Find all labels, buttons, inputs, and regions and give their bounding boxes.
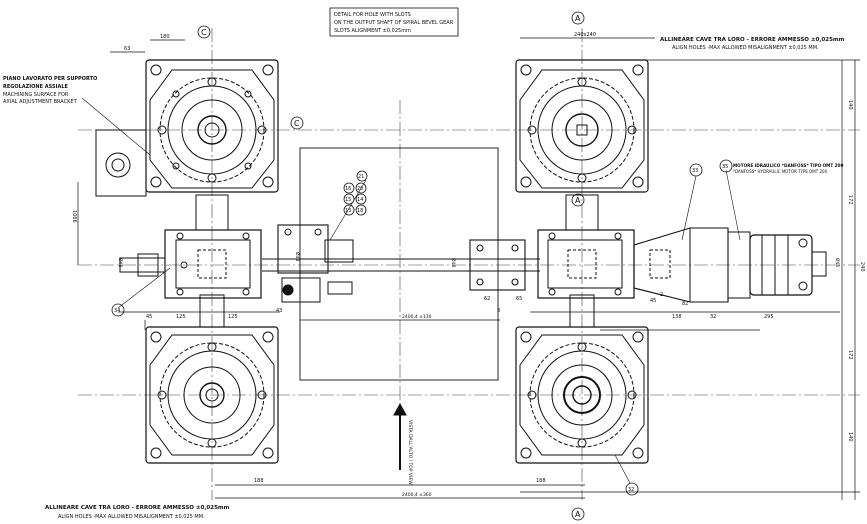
frame-outline — [299, 147, 499, 381]
balloons — [111, 159, 733, 496]
section-mark-bot-a — [571, 507, 585, 521]
balloon-32 — [625, 482, 639, 496]
hydraulic-motor — [633, 227, 827, 303]
balloon-text-33: 33 — [692, 168, 698, 174]
balloon-text-35: 35 — [722, 164, 728, 170]
dim-45-right: 45 — [650, 298, 656, 304]
section-mark-top-a — [571, 11, 585, 25]
leader-lines — [81, 97, 741, 484]
balloon-text-18: 18 — [357, 208, 363, 214]
machining-note-3: MACHINING SURFACE FOR — [3, 92, 69, 98]
machining-note-4: AXIAL ADJUSTMENT BRACKET — [3, 99, 78, 105]
dim-188-left: 188 — [254, 478, 264, 484]
dim-125-right: 125 — [228, 314, 238, 320]
dimension-lines — [77, 37, 860, 500]
dim-right-vert: 240 — [859, 262, 865, 272]
dim-63: 63 — [124, 46, 130, 52]
dim-295: 295 — [764, 314, 774, 320]
text-layer: DETAIL FOR HOLE WITH SLOTS ON THE OUTPUT… — [3, 12, 865, 520]
axial-bracket — [95, 129, 147, 197]
section-mark-right-c — [290, 116, 304, 130]
balloon-15 — [343, 193, 355, 205]
dim-172-top: 172 — [847, 195, 853, 205]
main-shaft — [262, 239, 540, 291]
section-mark-mid-a — [571, 193, 585, 207]
balloon-text-32: 32 — [628, 487, 634, 493]
section-letter-top-a: A — [575, 14, 581, 23]
section-letter-bot-a: A — [575, 510, 581, 519]
view-arrow-text: VISTA DALL'ALTO / TOP VIEW — [407, 420, 413, 485]
dim-140-top: 140 — [847, 100, 853, 110]
top-note-line-2: ON THE OUTPUT SHAFT OF SPIRAL BEVEL GEAR — [334, 20, 454, 26]
dim-3: 3 — [497, 308, 500, 314]
balloon-34 — [111, 303, 125, 317]
bottom-left-note-2: ALIGN HOLES -MAX ALLOWED MISALIGNMENT ±0… — [58, 514, 205, 520]
section-letter-right-c: C — [294, 119, 300, 128]
view-arrow — [393, 402, 407, 470]
balloon-text-21: 21 — [358, 174, 364, 180]
top-right-note-2: ALIGN HOLES -MAX ALLOWED MISALIGNMENT ±0… — [672, 45, 819, 51]
section-markers — [197, 11, 585, 521]
machining-note-1: PIANO LAVORATO PER SUPPORTO — [3, 76, 97, 82]
gearbox-top-left — [145, 59, 279, 193]
balloon-20 — [355, 182, 367, 194]
balloon-text-14: 14 — [357, 197, 363, 203]
dim-65: 65 — [516, 296, 522, 302]
balloon-33 — [689, 163, 703, 177]
balloon-16 — [343, 182, 355, 194]
dim-shaft-right: Ø48 — [294, 252, 301, 261]
gearbox-top-right — [515, 59, 649, 193]
dim-2: 2 — [660, 292, 663, 298]
dim-shaft-left: Ø48 — [117, 258, 124, 267]
dim-188-right: 188 — [536, 478, 546, 484]
dim-45-left: 45 — [146, 314, 152, 320]
dim-62: 62 — [484, 296, 490, 302]
dim-43: 43 — [276, 308, 282, 314]
bevel-gearbox-left — [119, 229, 262, 299]
gearbox-bottom-left — [145, 326, 279, 464]
coupling-middle — [277, 224, 354, 303]
balloon-text-13: 13 — [345, 208, 351, 214]
balloon-18 — [355, 204, 367, 216]
dim-32: 32 — [710, 314, 716, 320]
dim-82: 82 — [682, 301, 688, 307]
balloon-35 — [719, 159, 733, 173]
top-note-line-3: SLOTS ALIGNMENT ±0,025mm — [334, 28, 411, 34]
bottom-left-note-1: ALLINEARE CAVE TRA LORO - ERRORE AMMESSO… — [45, 505, 230, 511]
motor-note-1: MOTORE IDRAULICO *DANFOSS* TIPO OMT 200 — [733, 163, 843, 168]
top-right-note-1: ALLINEARE CAVE TRA LORO - ERRORE AMMESSO… — [660, 37, 845, 43]
balloon-text-20: 20 — [357, 186, 363, 192]
section-mark-top-c — [197, 25, 211, 39]
top-note-line-1: DETAIL FOR HOLE WITH SLOTS — [334, 12, 411, 18]
dim-138: 138 — [672, 314, 682, 320]
balloon-text-16: 16 — [345, 186, 351, 192]
motor-note-2: *DANFOSS* HYDRAULIC MOTOR TYPE OMT 200 — [733, 169, 828, 174]
dim-shaft-mid: Ø48 — [450, 258, 457, 267]
dim-240x240: 240x240 — [574, 32, 596, 38]
center-lines — [78, 28, 860, 500]
dim-125-left: 125 — [176, 314, 186, 320]
dim-360: 2400,4 ±360 — [402, 492, 432, 498]
balloon-text-34: 34 — [114, 308, 120, 314]
balloon-21 — [356, 170, 368, 182]
dim-172-bot: 172 — [847, 350, 853, 360]
dim-motor: Ø45 — [834, 258, 841, 267]
dim-130: 2400,4 ±130 — [402, 314, 432, 320]
balloon-14 — [355, 193, 367, 205]
section-letter-mid-a: A — [575, 196, 581, 205]
machining-note-2: REGOLAZIONE ASSIALE — [3, 84, 69, 90]
bevel-gearbox-right — [537, 229, 635, 299]
balloon-13 — [343, 204, 355, 216]
section-letter-top-c: C — [201, 28, 207, 37]
dim-1066: 1066 — [71, 210, 77, 223]
top-note-box — [329, 7, 459, 37]
balloon-text-15: 15 — [345, 197, 351, 203]
dim-180: 180 — [160, 34, 170, 40]
dim-140-bot: 140 — [847, 432, 853, 442]
